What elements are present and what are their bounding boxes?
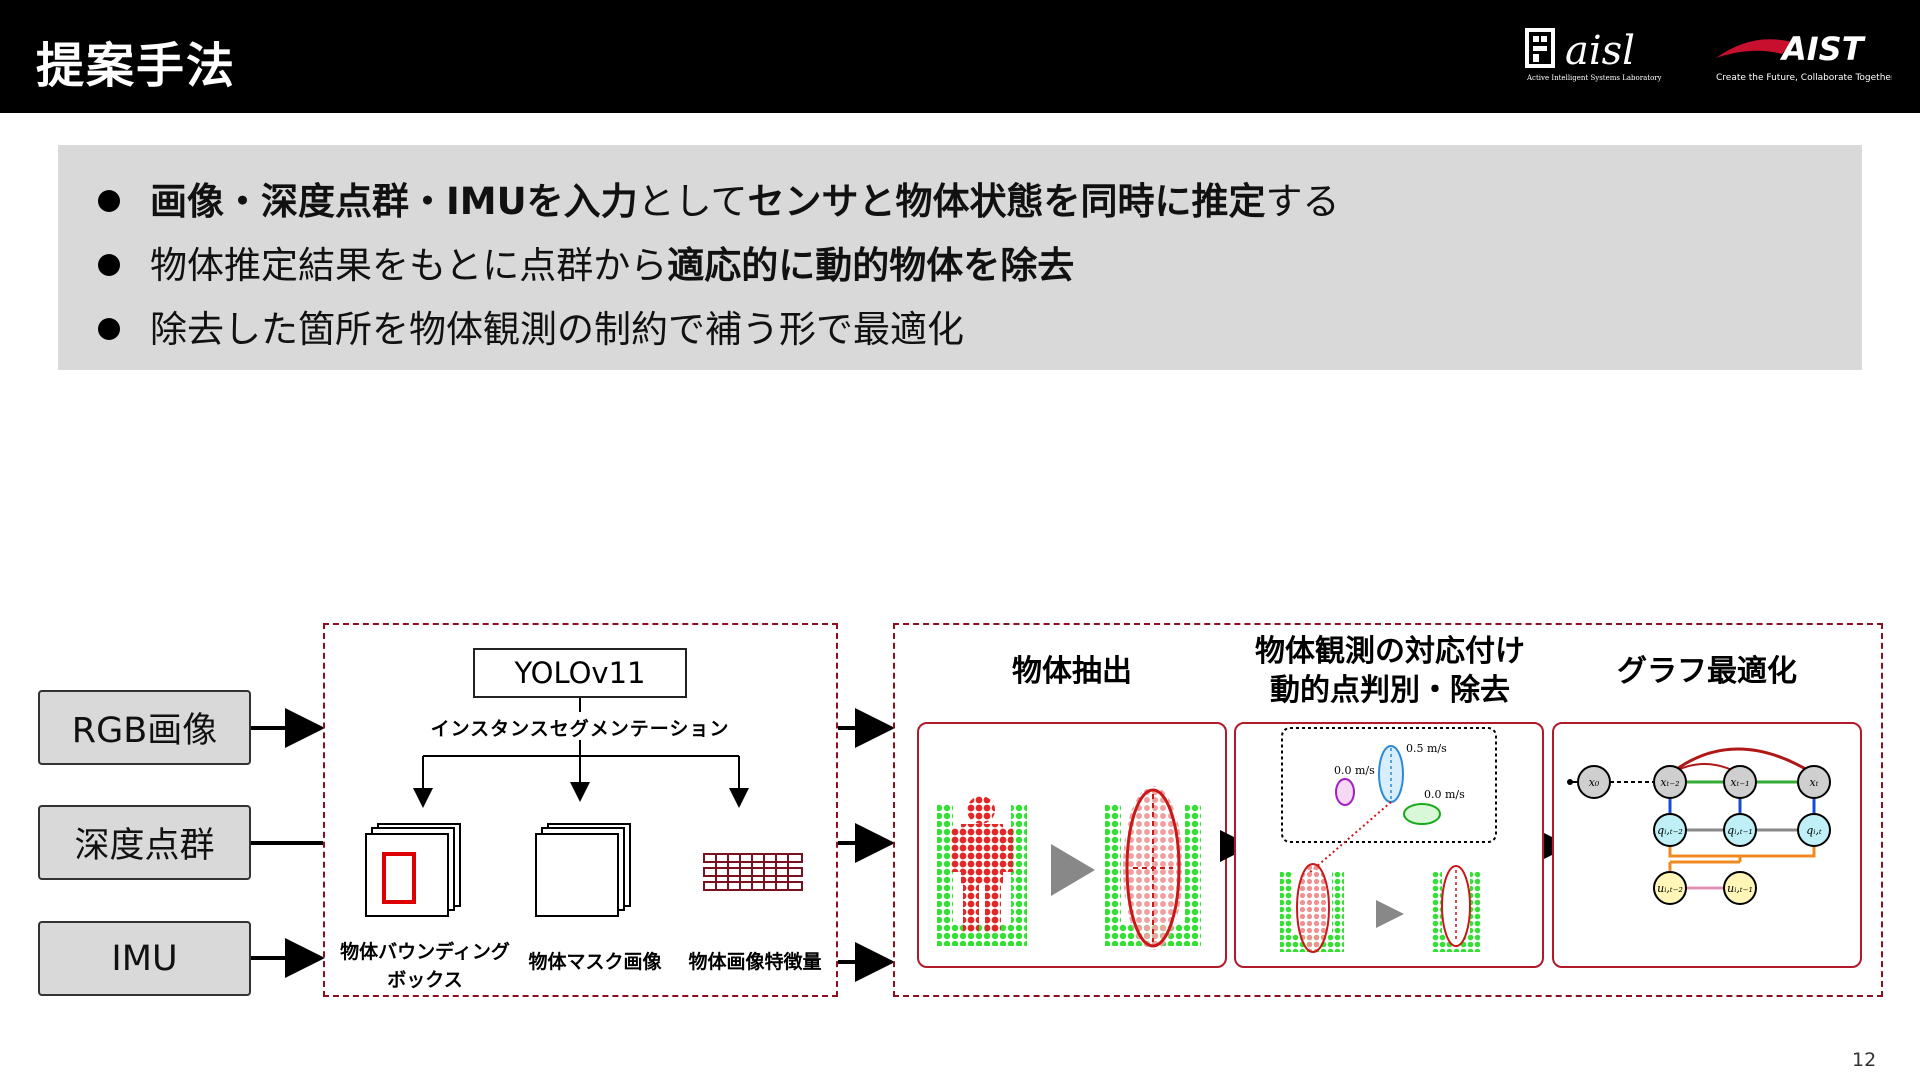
association-illustration: 0.5 m/s 0.0 m/s 0.0 m/s bbox=[1280, 727, 1497, 953]
bbox-output-label-line2: ボックス bbox=[387, 969, 463, 991]
aisl-logo-subtext: Active Intelligent Systems Laboratory bbox=[1526, 74, 1662, 82]
node-label-x0: x₀ bbox=[1589, 776, 1600, 789]
segmentation-frame bbox=[323, 623, 838, 997]
node-label-q2: qᵢ,ₜ₋₂ bbox=[1657, 824, 1683, 837]
aisl-logo-text: aisl bbox=[1565, 28, 1635, 74]
processing-frame bbox=[893, 623, 1883, 997]
stage-title-association-line2: 動的点判別・除去 bbox=[1270, 673, 1510, 708]
velocity-label-3: 0.0 m/s bbox=[1424, 788, 1465, 801]
bullet-segment: する bbox=[1265, 180, 1340, 223]
aisl-logo: aisl Active Intelligent Systems Laborato… bbox=[1525, 28, 1662, 82]
bullet-text: 除去した箇所を物体観測の制約で補う形で最適化 bbox=[150, 308, 964, 351]
bullet-dot-icon bbox=[98, 253, 120, 276]
aist-logo: AIST Create the Future, Collaborate Toge… bbox=[1716, 30, 1892, 83]
bullet-segment: 除去した箇所を物体観測の制約で補う形で最適化 bbox=[150, 308, 964, 351]
bullet-line: 物体推定結果をもとに点群から適応的に動的物体を除去 bbox=[98, 235, 1074, 289]
bullet-dot-icon bbox=[98, 317, 120, 340]
node-label-q0: qᵢ,ₜ bbox=[1806, 824, 1822, 837]
bullet-segment: 画像・深度点群・IMUを入力 bbox=[150, 180, 638, 223]
bounding-box-stack-icon bbox=[365, 823, 461, 917]
summary-box: 画像・深度点群・IMUを入力としてセンサと物体状態を同時に推定する 物体推定結果… bbox=[58, 145, 1862, 370]
extraction-illustration bbox=[937, 786, 1201, 950]
stage-title-association-line1: 物体観測の対応付け bbox=[1255, 634, 1525, 669]
bullet-line: 画像・深度点群・IMUを入力としてセンサと物体状態を同時に推定する bbox=[98, 171, 1340, 225]
aist-logo-text: AIST bbox=[1779, 30, 1866, 68]
stage-title-association: 物体観測の対応付け 動的点判別・除去 bbox=[1220, 632, 1560, 710]
input-depth-pointcloud: 深度点群 bbox=[38, 805, 251, 880]
slide-header: 提案手法 aisl Active Intelligent Systems Lab… bbox=[0, 0, 1920, 113]
bbox-output-label: 物体バウンディング ボックス bbox=[325, 938, 525, 994]
stage-title-optimization: グラフ最適化 bbox=[1617, 654, 1797, 689]
graph-optimization-panel: x₀ xₜ₋₂ xₜ₋₁ xₜ qᵢ,ₜ₋₂ qᵢ,ₜ₋₁ qᵢ,ₜ uᵢ,ₜ₋… bbox=[1552, 722, 1862, 968]
node-label-u1: uᵢ,ₜ₋₁ bbox=[1727, 882, 1753, 895]
input-imu: IMU bbox=[38, 921, 251, 996]
factor-graph: x₀ xₜ₋₂ xₜ₋₁ xₜ qᵢ,ₜ₋₂ qᵢ,ₜ₋₁ qᵢ,ₜ uᵢ,ₜ₋… bbox=[1567, 747, 1831, 905]
bullet-segment: センサと物体状態を同時に推定 bbox=[747, 180, 1266, 223]
input-rgb-image: RGB画像 bbox=[38, 690, 251, 765]
stage-title-extraction: 物体抽出 bbox=[1012, 654, 1132, 689]
aist-logo-subtext: Create the Future, Collaborate Together bbox=[1716, 73, 1892, 83]
velocity-label-1: 0.5 m/s bbox=[1406, 742, 1447, 755]
node-label-q1: qᵢ,ₜ₋₁ bbox=[1727, 824, 1753, 837]
feature-vector-icon bbox=[703, 853, 803, 891]
mask-output-label: 物体マスク画像 bbox=[528, 951, 662, 973]
segmentation-label: インスタンスセグメンテーション bbox=[430, 718, 730, 740]
page-number: 12 bbox=[1852, 1049, 1877, 1071]
bullet-segment: として bbox=[637, 180, 748, 223]
bullet-dot-icon bbox=[98, 189, 120, 212]
bullet-line: 除去した箇所を物体観測の制約で補う形で最適化 bbox=[98, 299, 964, 353]
yolo-model-box: YOLOv11 bbox=[473, 648, 687, 698]
mask-image-stack-icon bbox=[535, 823, 631, 917]
node-label-xt2: xₜ₋₂ bbox=[1660, 776, 1679, 789]
slide-title: 提案手法 bbox=[36, 38, 237, 94]
bullet-segment: 物体推定結果をもとに点群から bbox=[150, 244, 668, 287]
velocity-label-2: 0.0 m/s bbox=[1334, 764, 1375, 777]
extraction-panel bbox=[917, 722, 1227, 968]
bullet-text: 物体推定結果をもとに点群から適応的に動的物体を除去 bbox=[150, 244, 1074, 287]
bullet-segment: 適応的に動的物体を除去 bbox=[667, 244, 1075, 287]
node-label-xt: xₜ bbox=[1810, 776, 1819, 789]
bbox-output-label-line1: 物体バウンディング bbox=[340, 941, 510, 963]
feature-output-label: 物体画像特徴量 bbox=[688, 951, 822, 973]
node-label-xt1: xₜ₋₁ bbox=[1730, 776, 1749, 789]
bullet-text: 画像・深度点群・IMUを入力としてセンサと物体状態を同時に推定する bbox=[150, 180, 1340, 223]
node-label-u2: uᵢ,ₜ₋₂ bbox=[1657, 882, 1683, 895]
association-panel: 0.5 m/s 0.0 m/s 0.0 m/s bbox=[1234, 722, 1544, 968]
